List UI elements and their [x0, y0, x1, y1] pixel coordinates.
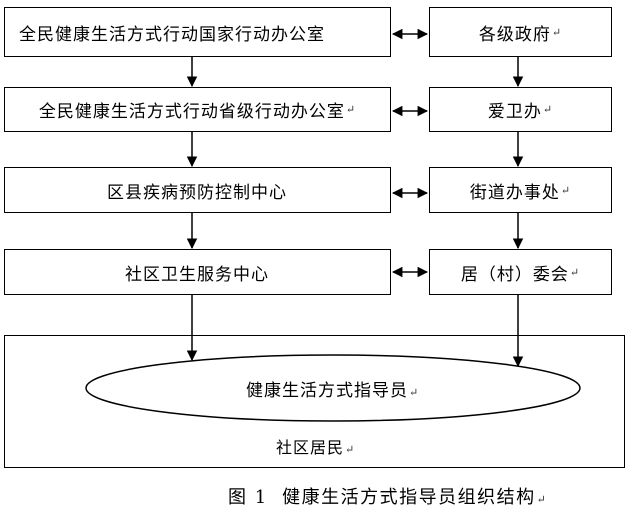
return-mark-icon: ↵ [345, 103, 357, 116]
node-patriotic-health-office: 爱卫办 ↵ [429, 87, 612, 132]
instructor-ellipse [85, 354, 581, 422]
node-subdistrict-office: 街道办事处 ↵ [429, 167, 612, 213]
return-mark-icon: ↵ [551, 25, 563, 39]
return-mark-icon: ↵ [542, 103, 554, 116]
community-residents-label-wrap: 社区居民↵ [276, 434, 355, 458]
node-residents-committee: 居（村）委会 ↵ [429, 249, 612, 295]
node-government-label: 各级政府 [478, 24, 551, 45]
node-provincial-office-label: 全民健康生活方式行动省级行动办公室 [38, 102, 345, 122]
figure-caption: 图 1 健康生活方式指导员组织结构 [228, 487, 536, 508]
node-national-office: 全民健康生活方式行动国家行动办公室 [4, 7, 391, 57]
community-residents-label: 社区居民 [276, 438, 345, 457]
return-mark-icon: ↵ [560, 183, 572, 197]
return-mark-icon: ↵ [536, 493, 548, 506]
node-subdistrict-office-label: 街道办事处 [469, 182, 560, 203]
community-residents-box [4, 335, 625, 468]
node-residents-committee-label: 居（村）委会 [460, 264, 569, 285]
node-provincial-office: 全民健康生活方式行动省级行动办公室 ↵ [4, 87, 391, 132]
figure-caption-wrap: 图 1 健康生活方式指导员组织结构↵ [228, 483, 547, 509]
instructor-label-wrap: 健康生活方式指导员↵ [246, 376, 419, 401]
node-national-office-label: 全民健康生活方式行动国家行动办公室 [19, 24, 325, 45]
node-district-cdc: 区县疾病预防控制中心 [4, 167, 391, 213]
return-mark-icon: ↵ [569, 265, 581, 279]
node-community-health-center-label: 社区卫生服务中心 [125, 264, 269, 285]
instructor-label: 健康生活方式指导员 [246, 381, 408, 401]
node-district-cdc-label: 区县疾病预防控制中心 [107, 182, 287, 203]
node-patriotic-health-office-label: 爱卫办 [487, 102, 542, 122]
node-government: 各级政府 ↵ [429, 7, 612, 57]
node-community-health-center: 社区卫生服务中心 [4, 249, 391, 295]
return-mark-icon: ↵ [345, 443, 356, 456]
return-mark-icon: ↵ [409, 386, 420, 399]
